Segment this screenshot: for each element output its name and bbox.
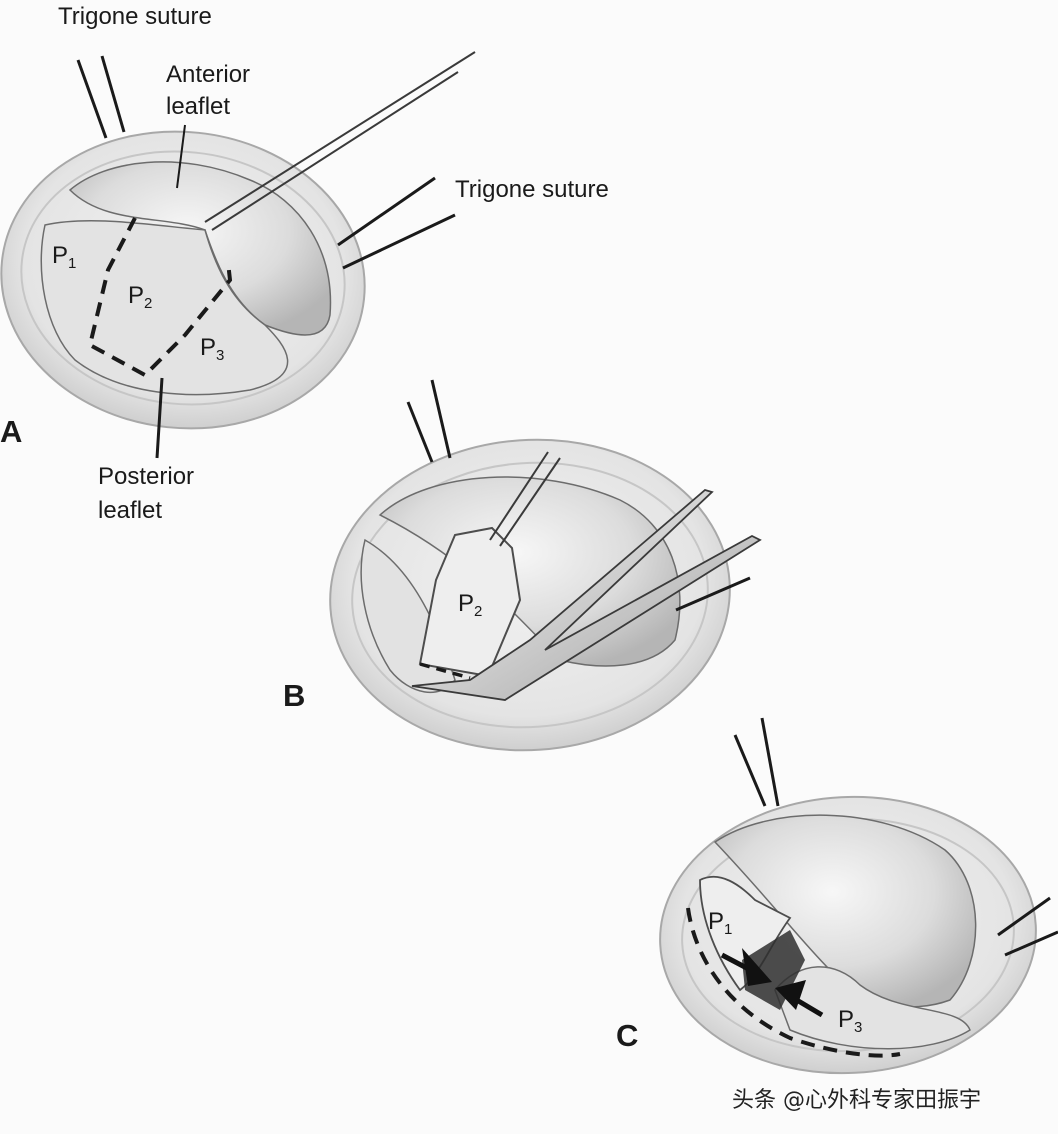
label-trigone-suture-right: Trigone suture: [455, 176, 609, 203]
panel-a-trigone-suture-left-2: [100, 55, 126, 133]
panel-c-arrow-upper: [720, 948, 772, 986]
panel-c-segment-p3: P3: [838, 1006, 863, 1036]
panel-b-segment-p2: P2: [458, 590, 483, 620]
panel-c-arrow-lower: [775, 980, 824, 1018]
panel-b-trigone-suture-left-2: [430, 379, 452, 459]
panel-c-trigone-suture-left-1: [733, 734, 767, 807]
panel-c-trigone-suture-right-2: [1004, 930, 1058, 957]
panel-a-posterior-leader: [155, 377, 164, 459]
panel-b-scissors: [411, 489, 762, 701]
panel-c-trigone-suture-right-1: [997, 896, 1051, 937]
panel-b-hook-instrument-edge: [499, 457, 561, 547]
panel-a-anterior-leader: [176, 124, 186, 189]
panel-b-trigone-suture-left-1: [406, 401, 434, 463]
panel-b-annulus-inner: [351, 461, 709, 729]
panel-a-hook-instrument-edge: [211, 71, 459, 231]
watermark-text: 头条 @心外科专家田振宇: [732, 1088, 981, 1113]
panel-a-hook-instrument: [204, 51, 476, 223]
panel-a-trigone-suture-right-2: [342, 213, 456, 270]
panel-c-trigone-suture-left-2: [760, 717, 780, 807]
label-posterior-leaflet-line1: Posterior: [98, 463, 195, 490]
panel-c-posterior-p3: [774, 966, 971, 1050]
label-anterior-leaflet-line1: Anterior: [166, 61, 251, 88]
panel-b-valve: [329, 379, 762, 752]
panel-c-letter: C: [616, 1018, 639, 1053]
panel-a-resection-line: [87, 217, 233, 378]
panel-a-trigone-suture-left-1: [76, 59, 108, 139]
panel-c-valve: [659, 717, 1058, 1075]
label-anterior-leaflet-line2: leaflet: [166, 93, 231, 120]
panel-a-annulus-inner: [20, 150, 346, 406]
panel-b-p2-dashed-edge: [419, 662, 471, 680]
panel-a-anterior-leaflet: [68, 161, 332, 336]
panel-a-segment-p1: P1: [52, 242, 77, 272]
panel-a-trigone-suture-right-1: [337, 176, 436, 247]
panel-b-hook-instrument: [489, 451, 549, 541]
panel-b-letter: B: [283, 678, 306, 713]
panel-a-valve: [0, 51, 476, 459]
panel-c-anterior-leaflet: [713, 814, 977, 1008]
label-posterior-leaflet-line2: leaflet: [98, 497, 163, 524]
panel-a-letter: A: [0, 414, 23, 449]
label-trigone-suture-top: Trigone suture: [58, 3, 212, 30]
panel-a-segment-p2: P2: [128, 282, 153, 312]
panel-a-segment-p3: P3: [200, 334, 225, 364]
panel-b-trigone-suture-right: [675, 576, 751, 612]
panel-c-segment-p1: P1: [708, 908, 733, 938]
panel-c-annulus-dashed-line: [686, 907, 901, 1058]
